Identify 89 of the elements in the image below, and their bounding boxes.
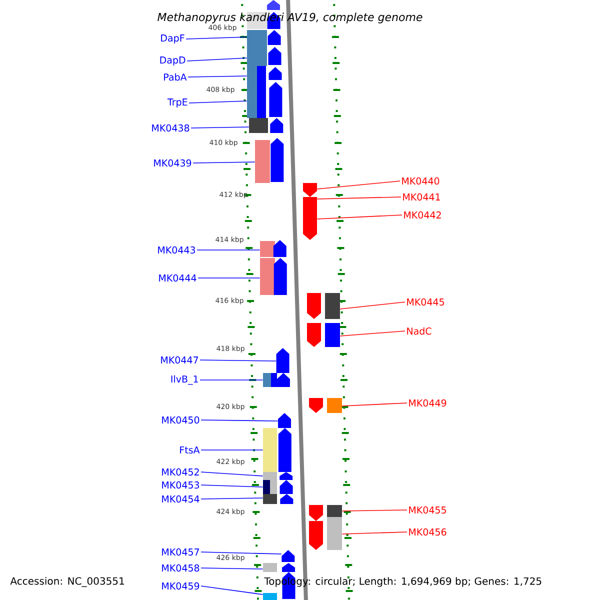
leader-line: [316, 180, 400, 190]
leader-line: [200, 498, 264, 500]
accession-text: Accession: NC_003551: [10, 577, 124, 587]
gene-label: MK0455: [409, 506, 446, 514]
gene-box: [257, 66, 266, 118]
gene-block: [280, 472, 293, 480]
leader-line: [340, 330, 406, 336]
gene-box: [255, 140, 270, 183]
leader-line: [192, 162, 256, 164]
gene-block: [280, 494, 294, 504]
gene-label: IlvB_1: [171, 375, 198, 385]
gene-label: MK0447: [161, 356, 198, 364]
gene-box: [263, 494, 277, 504]
gene-box: [263, 472, 277, 480]
leader-line: [188, 100, 248, 104]
gene-box: [327, 398, 342, 413]
leader-line: [200, 472, 264, 476]
leader-line: [200, 484, 264, 488]
leader-line: [200, 552, 282, 554]
gene-label: FtsA: [180, 446, 200, 454]
gene-block: [307, 323, 321, 347]
gene-block: [303, 183, 317, 197]
gene-label: MK0452: [162, 468, 199, 476]
gene-label: MK0443: [158, 246, 196, 254]
gene-block: [309, 521, 323, 550]
leader-line: [342, 532, 408, 534]
leader-line: [190, 126, 250, 128]
gene-block: [268, 30, 281, 45]
gene-label: NadC: [407, 327, 432, 335]
leader-line: [186, 58, 248, 62]
gene-label: MK0456: [409, 528, 446, 536]
gene-box: [263, 480, 270, 494]
gene-label: MK0440: [402, 177, 440, 185]
gene-box: [247, 30, 267, 46]
gene-box: [263, 428, 277, 472]
gene-label: PabA: [164, 73, 187, 81]
leader-line: [200, 568, 264, 570]
leader-line: [200, 360, 276, 362]
leader-line: [342, 402, 408, 406]
gene-label: MK0442: [404, 211, 441, 219]
gene-box: [263, 563, 277, 572]
gene-block: [270, 138, 284, 182]
gene-box: [270, 480, 277, 494]
leader-line: [200, 586, 264, 595]
gene-label: MK0444: [159, 274, 196, 282]
gene-block: [307, 293, 321, 319]
gene-box: [249, 118, 268, 133]
gene-block: [282, 550, 295, 562]
gene-block: [268, 47, 282, 65]
gene-box: [327, 505, 342, 517]
gene-block: [267, 0, 280, 10]
gene-label: MK0438: [152, 124, 190, 132]
gene-block: [270, 118, 284, 133]
gene-box: [260, 241, 275, 257]
gene-label: MK0445: [407, 298, 444, 306]
gene-label: MK0459: [162, 582, 200, 590]
gene-label: DapF: [161, 34, 184, 44]
gene-label: TrpE: [167, 98, 188, 108]
gene-label: MK0453: [162, 481, 200, 489]
leader-line: [186, 36, 248, 40]
gene-label: MK0439: [154, 159, 192, 167]
leader-line: [200, 420, 278, 422]
leader-line: [188, 76, 248, 78]
gene-block: [280, 480, 293, 494]
gene-label: MK0449: [409, 399, 446, 407]
gene-label: DapD: [160, 56, 186, 66]
gene-label: MK0450: [162, 416, 200, 424]
gene-box: [325, 293, 340, 319]
gene-label: MK0457: [162, 548, 199, 556]
gene-label: MK0441: [403, 193, 440, 201]
gene-box: [325, 323, 340, 347]
leader-line: [340, 302, 406, 310]
gene-box: [327, 517, 342, 550]
leader-line: [342, 510, 408, 512]
gene-label: MK0454: [162, 495, 200, 503]
gene-block: [276, 348, 290, 373]
gene-block: [268, 67, 282, 80]
gene-block: [282, 563, 296, 572]
gene-box: [271, 373, 277, 387]
gene-block: [273, 240, 286, 257]
gene-box: [263, 593, 277, 600]
gene-block: [278, 413, 292, 428]
gene-box: [263, 373, 271, 387]
gene-block: [309, 398, 323, 413]
gene-block: [309, 505, 323, 521]
gene-box: [247, 66, 257, 81]
leader-line: [316, 214, 402, 220]
leader-line: [316, 196, 402, 200]
gene-label: MK0458: [162, 564, 200, 572]
